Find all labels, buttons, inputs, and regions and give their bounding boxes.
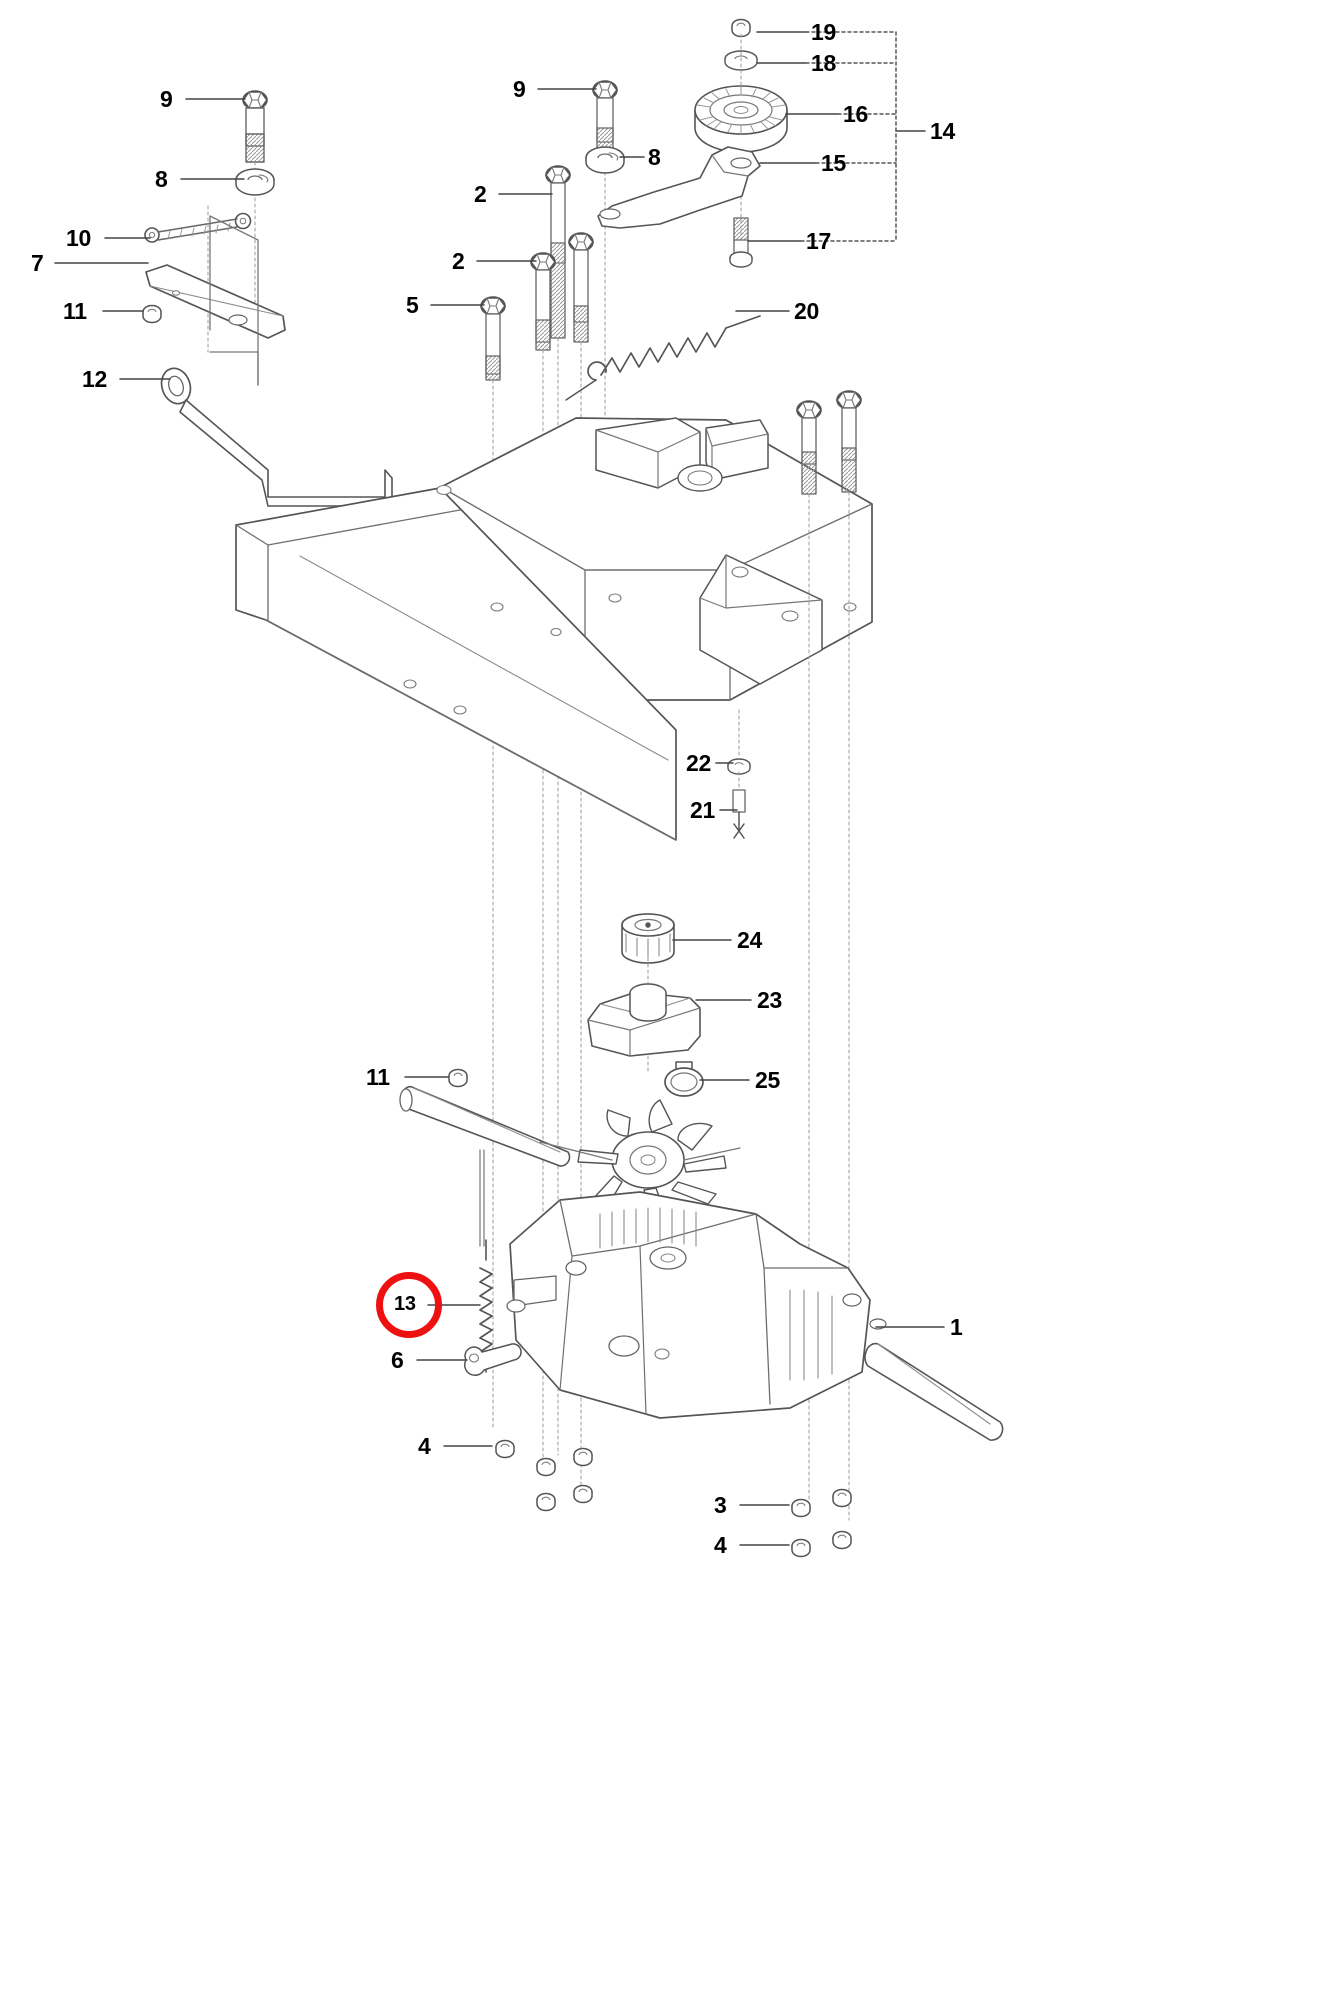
callout-17: 17 bbox=[806, 228, 831, 254]
callout-14: 14 bbox=[930, 118, 955, 144]
callout-21: 21 bbox=[690, 797, 715, 823]
callout-2: 2 bbox=[474, 181, 487, 207]
callout-12: 12 bbox=[82, 366, 107, 392]
callout-23: 23 bbox=[757, 987, 782, 1013]
callout-4: 4 bbox=[714, 1532, 727, 1558]
callout-6: 6 bbox=[391, 1347, 404, 1373]
callout-20: 20 bbox=[794, 298, 819, 324]
callout-18: 18 bbox=[811, 50, 836, 76]
callout-16: 16 bbox=[843, 101, 868, 127]
callout-24: 24 bbox=[737, 927, 762, 953]
callout-8: 8 bbox=[155, 166, 168, 192]
callout-11: 11 bbox=[366, 1064, 390, 1090]
callout-4: 4 bbox=[418, 1433, 431, 1459]
callout-13-highlighted: 13 bbox=[394, 1293, 416, 1315]
callout-8: 8 bbox=[648, 144, 661, 170]
callout-15: 15 bbox=[821, 150, 846, 176]
callout-9: 9 bbox=[513, 76, 526, 102]
callout-3: 3 bbox=[714, 1492, 727, 1518]
callout-11: 11 bbox=[63, 298, 87, 324]
callout-25: 25 bbox=[755, 1067, 780, 1093]
callout-2: 2 bbox=[452, 248, 465, 274]
callout-1: 1 bbox=[950, 1314, 963, 1340]
callout-10: 10 bbox=[66, 225, 91, 251]
callout-9: 9 bbox=[160, 86, 173, 112]
callout-19: 19 bbox=[811, 19, 836, 45]
callout-22: 22 bbox=[686, 750, 711, 776]
callout-7: 7 bbox=[31, 250, 44, 276]
callout-5: 5 bbox=[406, 292, 419, 318]
